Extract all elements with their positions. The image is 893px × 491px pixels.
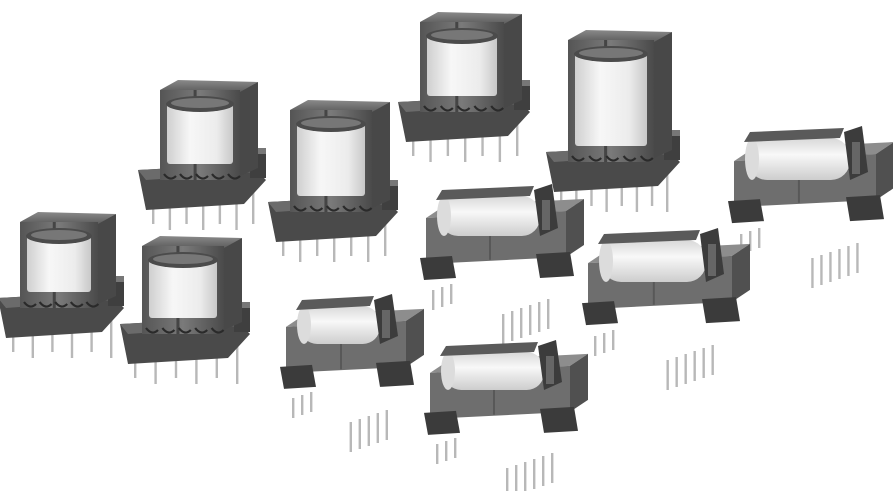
vertical-transformer-2 xyxy=(268,100,398,262)
winding xyxy=(300,306,380,344)
pin-row xyxy=(432,284,550,344)
winding xyxy=(427,34,497,96)
vertical-transformer-5 xyxy=(0,212,124,358)
winding xyxy=(602,240,706,282)
vertical-transformer-1 xyxy=(138,80,266,230)
winding xyxy=(444,352,544,390)
horizontal-transformer-2 xyxy=(420,184,584,344)
vertical-transformer-6 xyxy=(120,236,250,384)
pin-row xyxy=(292,392,388,452)
horizontal-transformer-1 xyxy=(728,126,893,288)
pin-row xyxy=(594,330,714,390)
horizontal-transformer-4 xyxy=(280,294,424,452)
winding xyxy=(575,52,647,146)
vertical-transformer-4 xyxy=(546,30,680,212)
winding xyxy=(149,258,217,318)
horizontal-transformer-5 xyxy=(424,340,588,491)
vertical-transformer-3 xyxy=(398,12,530,162)
horizontal-transformer-3 xyxy=(582,228,750,390)
pin-row xyxy=(436,438,554,491)
pin-row xyxy=(740,228,859,288)
winding xyxy=(440,196,540,236)
winding xyxy=(297,122,365,196)
winding xyxy=(167,102,233,164)
winding xyxy=(27,234,91,292)
winding xyxy=(748,138,850,180)
